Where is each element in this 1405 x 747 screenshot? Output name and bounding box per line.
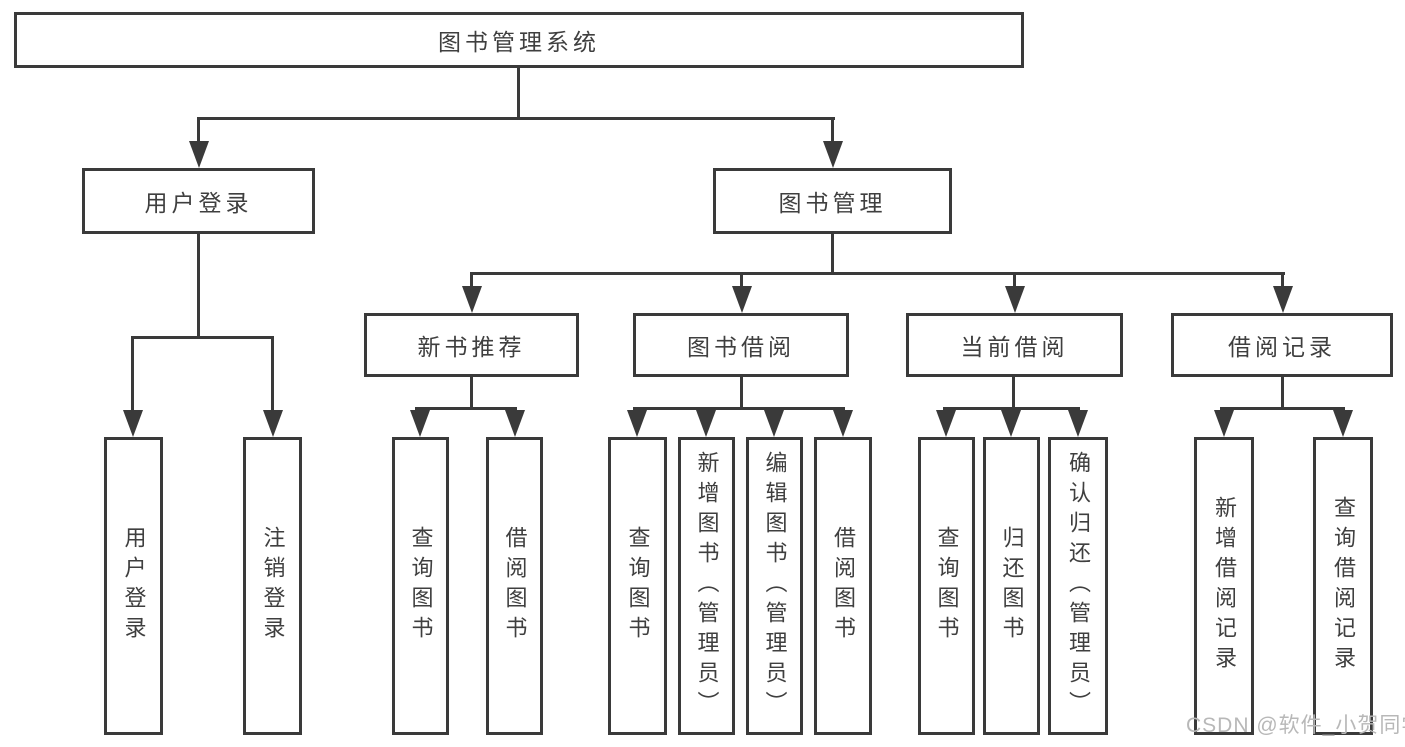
node-book-management: 图书管理 [713, 168, 952, 234]
edge-stub-new-book-rec [470, 272, 473, 288]
arrow-into-leaf-user-login [123, 410, 143, 437]
leaf-bb-add-books-admin: 新增图书（管理员） [678, 437, 735, 735]
leaf-br-add-record: 新增借阅记录 [1194, 437, 1254, 735]
arrow-into-cb-return-books [1001, 410, 1021, 437]
leaf-cb-query-books: 查询图书 [918, 437, 975, 735]
leaf-label: 新增图书（管理员） [694, 451, 720, 721]
edge-current-borrow-drop [1012, 376, 1015, 409]
arrow-into-rec-query-books [410, 410, 430, 437]
node-user-login: 用户登录 [82, 168, 315, 234]
edge-stub-borrow-records [1281, 272, 1284, 288]
edge-borrow-records-drop [1281, 376, 1284, 409]
arrow-into-cb-query-books [936, 410, 956, 437]
arrow-into-bb-edit-books [764, 410, 784, 437]
csdn-watermark: CSDN @软件_小贺同学 [1186, 714, 1405, 737]
arrow-into-borrow-records [1273, 286, 1293, 313]
edge-book-mgmt-branch [470, 272, 1285, 275]
arrow-into-cb-confirm-return [1068, 410, 1088, 437]
leaf-label: 查询图书 [408, 526, 434, 646]
leaf-rec-query-books: 查询图书 [392, 437, 449, 735]
arrow-into-book-borrow [732, 286, 752, 313]
arrow-into-rec-borrow-books [505, 410, 525, 437]
edge-root-stub-right [831, 117, 834, 143]
node-borrow-records: 借阅记录 [1171, 313, 1393, 377]
leaf-label: 查询图书 [934, 526, 960, 646]
arrow-into-current-borrow [1005, 286, 1025, 313]
arrow-into-new-book-recommend [462, 286, 482, 313]
leaf-label: 编辑图书（管理员） [762, 451, 788, 721]
arrow-into-br-add-record [1214, 410, 1234, 437]
leaf-logout: 注销登录 [243, 437, 302, 735]
edge-book-borrow-drop [740, 376, 743, 409]
leaf-label: 确认归还（管理员） [1066, 451, 1091, 721]
node-current-borrow: 当前借阅 [906, 313, 1123, 377]
node-book-borrow: 图书借阅 [633, 313, 849, 377]
edge-new-book-rec-branch [415, 407, 517, 410]
edge-root-stub-left [197, 117, 200, 143]
leaf-label: 借阅图书 [831, 526, 856, 646]
edge-current-borrow-branch [943, 407, 1080, 410]
edge-user-login-stub-left [131, 336, 134, 412]
leaf-label: 用户登录 [121, 526, 147, 646]
arrow-into-book-management [823, 141, 843, 168]
edge-stub-current-borrow [1013, 272, 1016, 288]
leaf-br-query-record: 查询借阅记录 [1313, 437, 1373, 735]
edge-stub-book-borrow [740, 272, 743, 288]
leaf-label: 借阅图书 [502, 526, 528, 646]
edge-root-drop [517, 66, 520, 119]
arrow-into-bb-query-books [627, 410, 647, 437]
edge-new-book-rec-drop [470, 376, 473, 409]
edge-book-mgmt-drop [831, 232, 834, 274]
arrow-into-bb-add-books [696, 410, 716, 437]
edge-user-login-branch [131, 336, 274, 339]
leaf-label: 查询图书 [625, 526, 651, 646]
edge-book-borrow-branch [633, 407, 845, 410]
node-library-system: 图书管理系统 [14, 12, 1024, 68]
leaf-cb-return-books: 归还图书 [983, 437, 1040, 735]
edge-user-login-drop [197, 232, 200, 338]
leaf-label: 注销登录 [260, 526, 286, 646]
leaf-rec-borrow-books: 借阅图书 [486, 437, 543, 735]
edge-borrow-records-branch [1220, 407, 1345, 410]
leaf-bb-query-books: 查询图书 [608, 437, 667, 735]
arrow-into-leaf-logout [263, 410, 283, 437]
leaf-label: 查询借阅记录 [1331, 496, 1356, 676]
arrow-into-bb-borrow-books [833, 410, 853, 437]
leaf-bb-borrow-books: 借阅图书 [814, 437, 872, 735]
leaf-user-login: 用户登录 [104, 437, 163, 735]
leaf-cb-confirm-return-admin: 确认归还（管理员） [1048, 437, 1108, 735]
leaf-bb-edit-books-admin: 编辑图书（管理员） [746, 437, 803, 735]
leaf-label: 归还图书 [999, 526, 1025, 646]
arrow-into-br-query-record [1333, 410, 1353, 437]
edge-user-login-stub-right [271, 336, 274, 412]
node-new-book-recommend: 新书推荐 [364, 313, 579, 377]
leaf-label: 新增借阅记录 [1212, 496, 1237, 676]
edge-root-branch [197, 117, 835, 120]
arrow-into-user-login [189, 141, 209, 168]
